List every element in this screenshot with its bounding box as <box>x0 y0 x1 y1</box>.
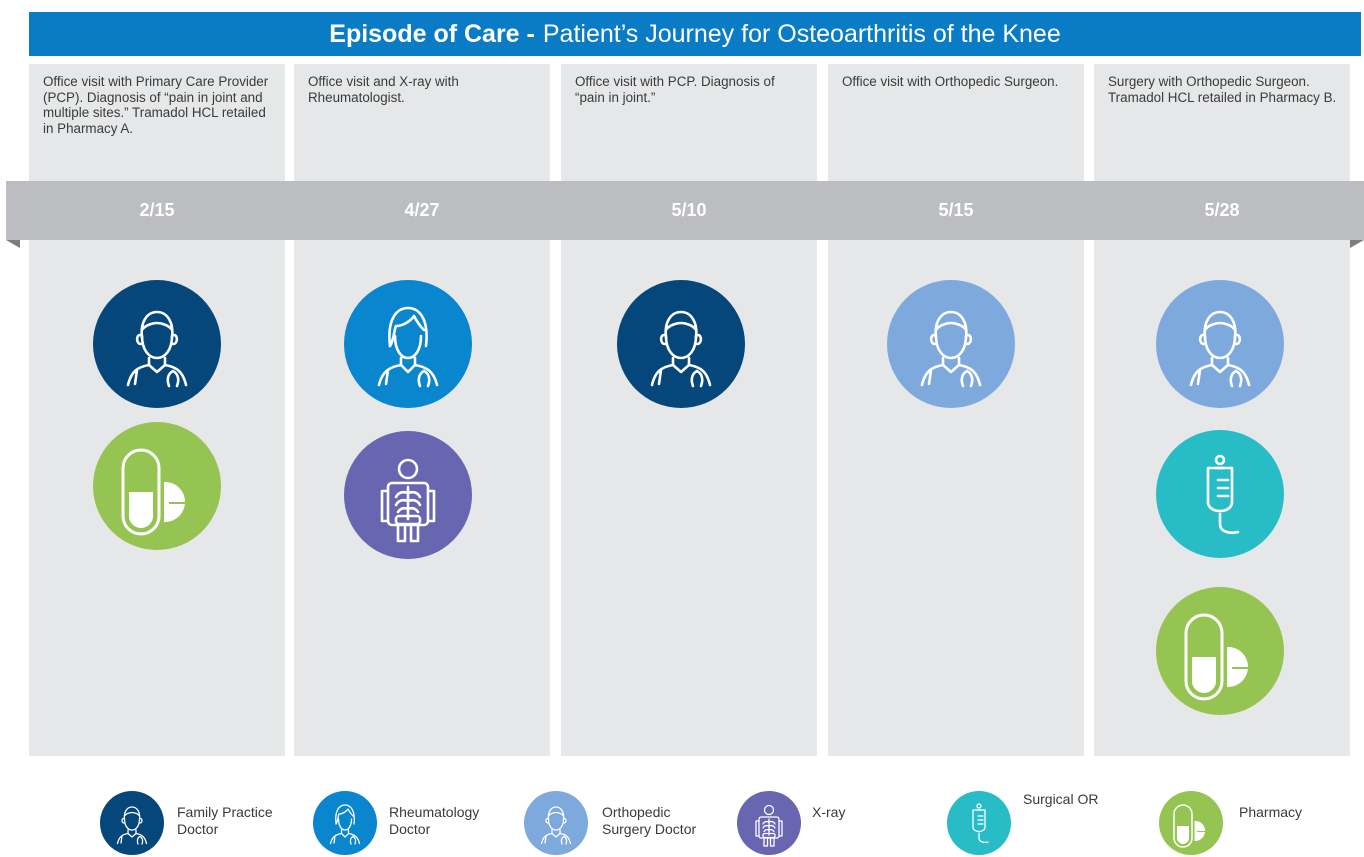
visit-date: 4/27 <box>404 200 440 220</box>
column-visit-4: Office visit with Orthopedic Surgeon. <box>828 64 1084 756</box>
timeline-fold-right <box>1350 240 1364 248</box>
family-practice-doctor-icon <box>100 791 164 855</box>
surgical-or-icon <box>947 791 1011 855</box>
title-bold: Episode of Care - <box>329 19 535 48</box>
visit-date: 5/10 <box>671 200 707 220</box>
legend-label: Pharmacy <box>1239 804 1303 820</box>
family-practice-doctor-icon <box>617 280 745 408</box>
pharmacy-icon <box>1159 791 1223 855</box>
pharmacy-icon <box>93 422 221 550</box>
visit-description: Office visit with Orthopedic Surgeon. <box>842 74 1059 89</box>
orthopedic-surgery-doctor-icon <box>1156 280 1284 408</box>
legend-label: Surgical OR <box>1023 791 1099 807</box>
orthopedic-surgery-doctor-icon <box>887 280 1015 408</box>
visit-description: Surgery with Orthopedic Surgeon. Tramado… <box>1108 74 1337 105</box>
x-ray-icon <box>344 431 472 559</box>
pharmacy-icon <box>1156 587 1284 715</box>
visit-date: 5/15 <box>938 200 974 220</box>
visit-date: 5/28 <box>1204 200 1240 220</box>
column-visit-3: Office visit with PCP. Diagnosis of “pai… <box>561 64 817 756</box>
page-title: Episode of Care - Patient’s Journey for … <box>29 12 1361 56</box>
visit-description: Office visit and X-ray with Rheumatologi… <box>308 74 459 105</box>
visit-description: Office visit with Primary Care Provider … <box>43 74 269 136</box>
legend-label: X-ray <box>812 804 846 820</box>
orthopedic-surgery-doctor-icon <box>524 791 588 855</box>
family-practice-doctor-icon <box>93 280 221 408</box>
timeline-band <box>6 181 1364 240</box>
x-ray-icon <box>737 791 801 855</box>
column-visit-2: Office visit and X-ray with Rheumatologi… <box>294 64 550 756</box>
visit-date: 2/15 <box>139 200 175 220</box>
column-visit-1: Office visit with Primary Care Provider … <box>29 64 285 756</box>
timeline-fold-left <box>6 240 20 248</box>
surgical-or-icon <box>1156 430 1284 558</box>
rheumatology-doctor-icon <box>344 280 472 408</box>
visit-description: Office visit with PCP. Diagnosis of “pai… <box>575 74 775 105</box>
title-rest: Patient’s Journey for Osteoarthritis of … <box>542 19 1061 48</box>
rheumatology-doctor-icon <box>313 791 377 855</box>
